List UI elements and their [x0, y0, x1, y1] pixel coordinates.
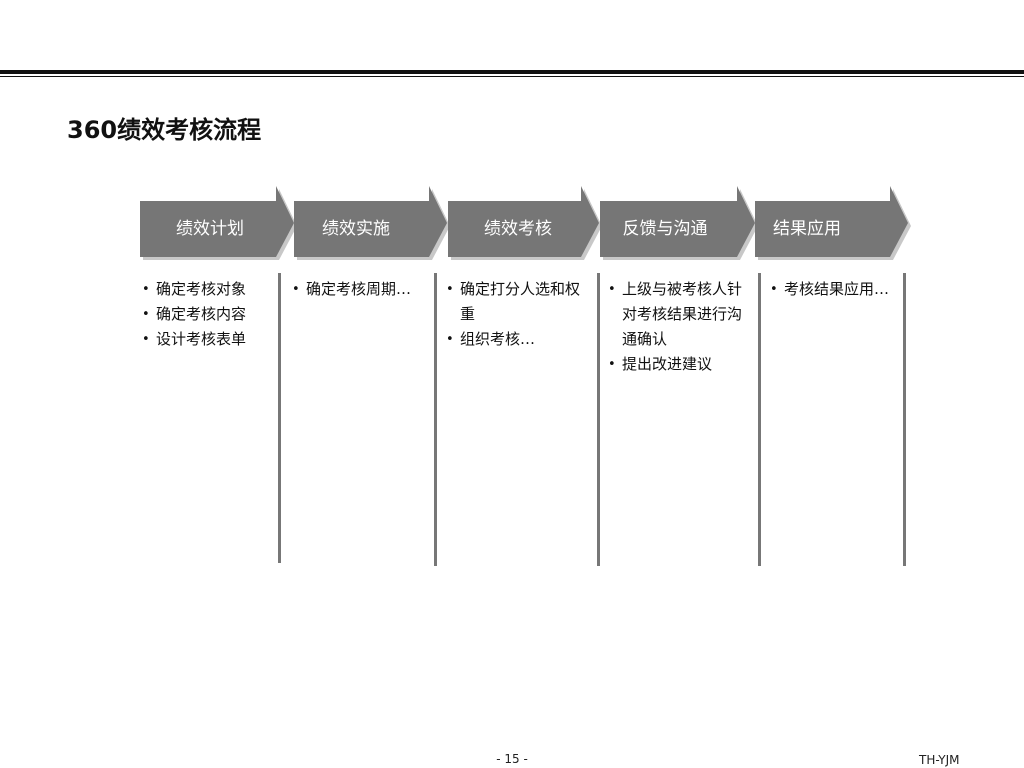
step-details-1: 确定考核对象 确定考核内容 设计考核表单 [140, 277, 270, 352]
header-rule-thick [0, 70, 1024, 74]
step-label-3: 绩效考核 [484, 219, 552, 239]
page-title: 360绩效考核流程 [67, 116, 262, 144]
step-label-4: 反馈与沟通 [622, 219, 708, 239]
step-label-2: 绩效实施 [322, 219, 390, 239]
column-divider-5 [903, 273, 906, 566]
list-item: 考核结果应用… [768, 277, 918, 302]
step-label-5: 结果应用 [773, 219, 841, 239]
arrow-step-3 [448, 186, 599, 257]
column-divider-4 [758, 273, 761, 566]
column-divider-1 [278, 273, 281, 563]
page-number: - 15 - [496, 752, 528, 766]
list-item: 确定考核内容 [140, 302, 270, 327]
step-details-5: 考核结果应用… [768, 277, 918, 302]
step-details-3: 确定打分人选和权重 组织考核… [444, 277, 594, 352]
arrow-step-5 [755, 186, 908, 257]
list-item: 确定打分人选和权重 [444, 277, 594, 327]
list-item: 上级与被考核人针对考核结果进行沟通确认 [606, 277, 750, 352]
list-item: 提出改进建议 [606, 352, 750, 377]
list-item: 设计考核表单 [140, 327, 270, 352]
column-divider-2 [434, 273, 437, 566]
arrow-step-2 [294, 186, 447, 257]
list-item: 组织考核… [444, 327, 594, 352]
arrow-step-4 [600, 186, 755, 257]
arrow-step-1 [140, 186, 294, 257]
column-divider-3 [597, 273, 600, 566]
footer-author: TH-YJM [919, 753, 960, 767]
process-flow [140, 186, 911, 260]
list-item: 确定考核对象 [140, 277, 270, 302]
step-details-4: 上级与被考核人针对考核结果进行沟通确认 提出改进建议 [606, 277, 750, 377]
step-details-2: 确定考核周期… [290, 277, 432, 302]
header-rule-thin [0, 76, 1024, 77]
list-item: 确定考核周期… [290, 277, 432, 302]
step-label-1: 绩效计划 [176, 219, 244, 239]
